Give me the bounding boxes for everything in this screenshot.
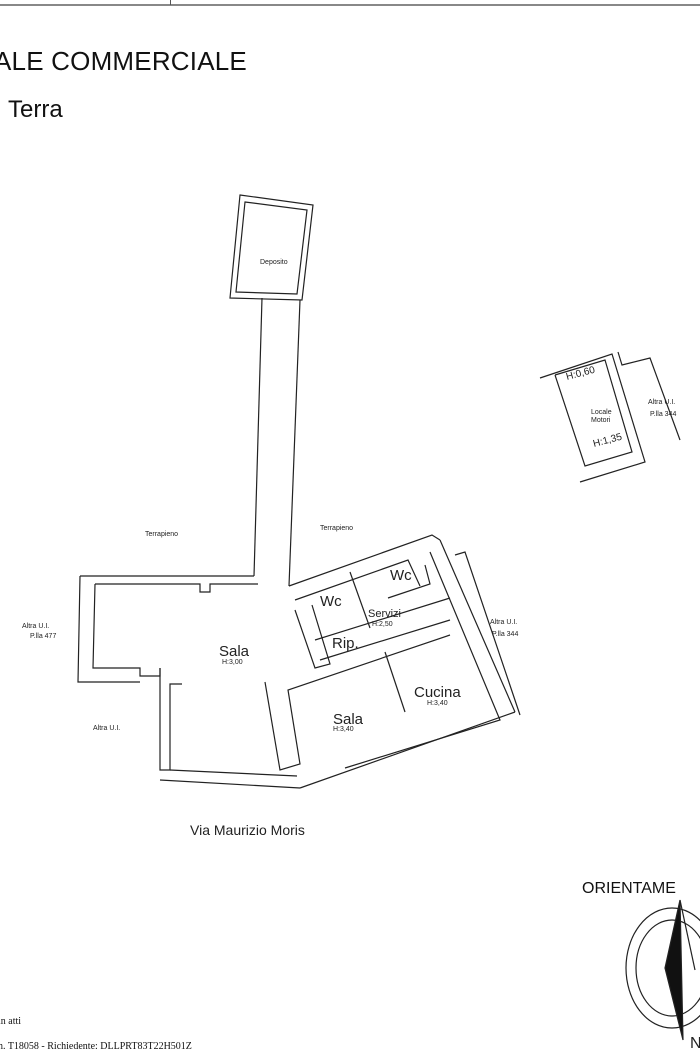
label-cucina: Cucina bbox=[414, 684, 461, 701]
wall-main-bottom bbox=[159, 779, 301, 789]
header-divider bbox=[170, 0, 171, 5]
plan-title: ALE COMMERCIALE bbox=[0, 46, 247, 76]
footer-note: in atti bbox=[0, 1016, 22, 1027]
label-motori-2: Motori bbox=[591, 417, 611, 424]
label-sala-main-height: H:3,00 bbox=[222, 659, 243, 666]
label-street: Via Maurizio Moris bbox=[190, 822, 305, 838]
label-altra-477-1: Altra U.I. bbox=[22, 623, 49, 630]
wall-main-top-inner bbox=[95, 583, 258, 593]
floor-label: Terra bbox=[8, 96, 63, 123]
wall-motori-side bbox=[617, 351, 681, 441]
footer-request: n. T18058 - Richiedente: DLLPRT83T22H501… bbox=[0, 1041, 192, 1050]
label-altra-344-1: Altra U.I. bbox=[490, 619, 517, 626]
label-terrapieno-left: Terrapieno bbox=[145, 531, 178, 538]
label-motori-h-top: H:0,60 bbox=[565, 365, 597, 383]
label-terrapieno-right: Terrapieno bbox=[320, 525, 353, 532]
label-altra-bottom: Altra U.I. bbox=[93, 725, 120, 732]
compass-rose-icon bbox=[625, 899, 700, 1041]
label-motori-1: Locale bbox=[591, 409, 612, 416]
header-rule bbox=[0, 4, 700, 6]
wall-deposito bbox=[229, 194, 314, 301]
wall-right-outer bbox=[439, 539, 516, 713]
wall-services-top bbox=[288, 534, 441, 587]
label-sala-second: Sala bbox=[333, 711, 364, 728]
wall-main-bottom-inner bbox=[169, 769, 298, 777]
label-motori-altra-2: P.lla 344 bbox=[650, 411, 676, 418]
label-wc1: Wc bbox=[320, 593, 342, 610]
wall-wc2-bottom bbox=[387, 564, 431, 599]
label-motori-h-bottom: H:1,35 bbox=[592, 432, 624, 450]
label-sala-main: Sala bbox=[219, 643, 250, 660]
compass-north-label: N bbox=[690, 1035, 700, 1050]
wall-right-inner bbox=[344, 551, 501, 769]
wall-cucina-divider bbox=[384, 651, 406, 713]
wall-bottom-right bbox=[299, 711, 516, 789]
label-servizi: Servizi bbox=[368, 608, 401, 620]
wall-right-ext bbox=[454, 551, 521, 716]
wall-motori-inner bbox=[554, 359, 633, 467]
wall-wc-divider bbox=[349, 571, 371, 629]
label-cucina-height: H:3,40 bbox=[427, 700, 448, 707]
label-servizi-height: H:2,50 bbox=[372, 621, 393, 628]
label-sala-second-height: H:3,40 bbox=[333, 726, 354, 733]
wall-corridor-right bbox=[288, 299, 301, 587]
orientation-label: ORIENTAME bbox=[582, 880, 676, 897]
wall-services-top-inner bbox=[294, 559, 421, 601]
wall-motori-outer bbox=[539, 353, 646, 483]
label-altra-477-2: P.lla 477 bbox=[30, 633, 56, 640]
wall-rip-top bbox=[314, 597, 451, 641]
label-rip: Rip. bbox=[332, 635, 359, 652]
label-deposito: Deposito bbox=[260, 259, 288, 266]
wall-wc-left bbox=[294, 604, 331, 669]
wall-deposito-inner bbox=[235, 201, 308, 295]
wall-corridor-left bbox=[253, 297, 263, 577]
wall-rip-bottom bbox=[319, 619, 451, 661]
wall-main-left bbox=[77, 575, 140, 683]
wall-sala-second bbox=[264, 634, 451, 771]
wall-main-left-inner bbox=[92, 583, 161, 677]
wall-main-bottom-left bbox=[159, 668, 182, 771]
label-wc2: Wc bbox=[390, 567, 412, 584]
label-motori-altra-1: Altra U.I. bbox=[648, 399, 675, 406]
label-altra-344-2: P.lla 344 bbox=[492, 631, 518, 638]
